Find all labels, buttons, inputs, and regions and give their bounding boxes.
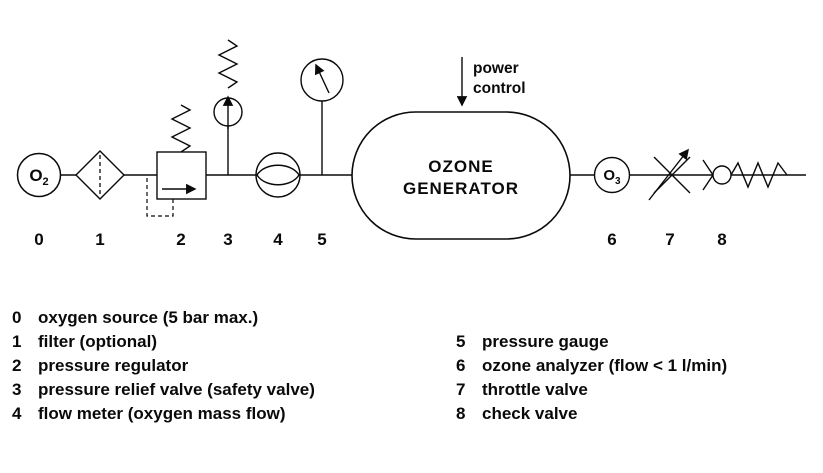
legend-item-number: 0 [12,308,21,327]
legend-item-text: oxygen source (5 bar max.) [38,308,258,327]
legend-item-number: 6 [456,356,465,375]
component-numbers: 0 1 2 3 4 5 6 7 8 [34,230,726,249]
component-number-0: 0 [34,230,43,249]
regulator-body [156,151,207,200]
gauge-needle [314,63,330,94]
generator-title-line1: OZONE [428,157,493,176]
check-valve-spring [730,161,788,189]
ozone-generator: OZONE GENERATOR [351,111,571,240]
component-ozone-analyzer: O3 [593,156,631,194]
legend-item-number: 2 [12,356,21,375]
component-pressure-gauge [300,58,344,175]
component-number-5: 5 [317,230,326,249]
oxygen-symbol: O [29,166,42,185]
power-control-label-line1: power [473,60,519,77]
flow-meter-lens [256,164,300,186]
legend-item-text: ozone analyzer (flow < 1 l/min) [482,356,727,375]
ozone-symbol: O [603,167,615,184]
component-throttle-valve [648,148,691,201]
component-number-3: 3 [223,230,232,249]
oxygen-source-label: O2 [29,166,48,188]
oxygen-subscript: 2 [43,176,49,188]
throttle-adjust-arrow [648,148,689,201]
component-number-6: 6 [607,230,616,249]
check-valve-seat-upper [702,159,714,176]
component-flow-meter [255,152,301,198]
legend-item-text: pressure regulator [38,356,189,375]
filter-diamond [75,150,125,200]
relief-valve-spring [217,39,239,89]
legend: 0 oxygen source (5 bar max.) 1 filter (o… [12,308,727,423]
legend-item-number: 7 [456,380,465,399]
generator-title-line2: GENERATOR [403,179,519,198]
component-filter [75,150,125,200]
component-number-8: 8 [717,230,726,249]
component-check-valve [702,159,788,191]
oxygen-source-circle [16,152,62,198]
component-number-7: 7 [665,230,674,249]
ozone-subscript: 3 [615,176,621,187]
component-pressure-regulator [146,104,207,217]
component-number-1: 1 [95,230,104,249]
power-control-label-line2: control [473,80,526,97]
legend-item-text: flow meter (oxygen mass flow) [38,404,286,423]
regulator-spring [170,104,192,153]
legend-column-left: 0 oxygen source (5 bar max.) 1 filter (o… [12,308,315,423]
legend-item-text: pressure relief valve (safety valve) [38,380,315,399]
component-number-4: 4 [273,230,283,249]
ozone-analyzer-label: O3 [603,167,621,187]
legend-item-number: 5 [456,332,465,351]
legend-item-text: throttle valve [482,380,588,399]
gauge-circle [300,58,344,102]
power-control: power control [456,57,526,107]
legend-item-number: 8 [456,404,465,423]
check-valve-ball [712,165,732,185]
ozone-analyzer-circle [593,156,631,194]
legend-item-number: 4 [12,404,22,423]
legend-item-text: filter (optional) [38,332,157,351]
component-number-2: 2 [176,230,185,249]
legend-column-right: 5 pressure gauge 6 ozone analyzer (flow … [456,332,727,423]
legend-item-text: pressure gauge [482,332,609,351]
generator-vessel [351,111,571,240]
regulator-pilot-line [146,177,174,217]
flow-meter-circle [255,152,301,198]
legend-item-text: check valve [482,404,577,423]
component-pressure-relief-valve [213,39,243,175]
component-oxygen-source: O2 [16,152,62,198]
throttle-cross-line-2 [653,156,691,194]
check-valve-seat-lower [702,174,714,191]
legend-item-number: 3 [12,380,21,399]
legend-item-number: 1 [12,332,21,351]
